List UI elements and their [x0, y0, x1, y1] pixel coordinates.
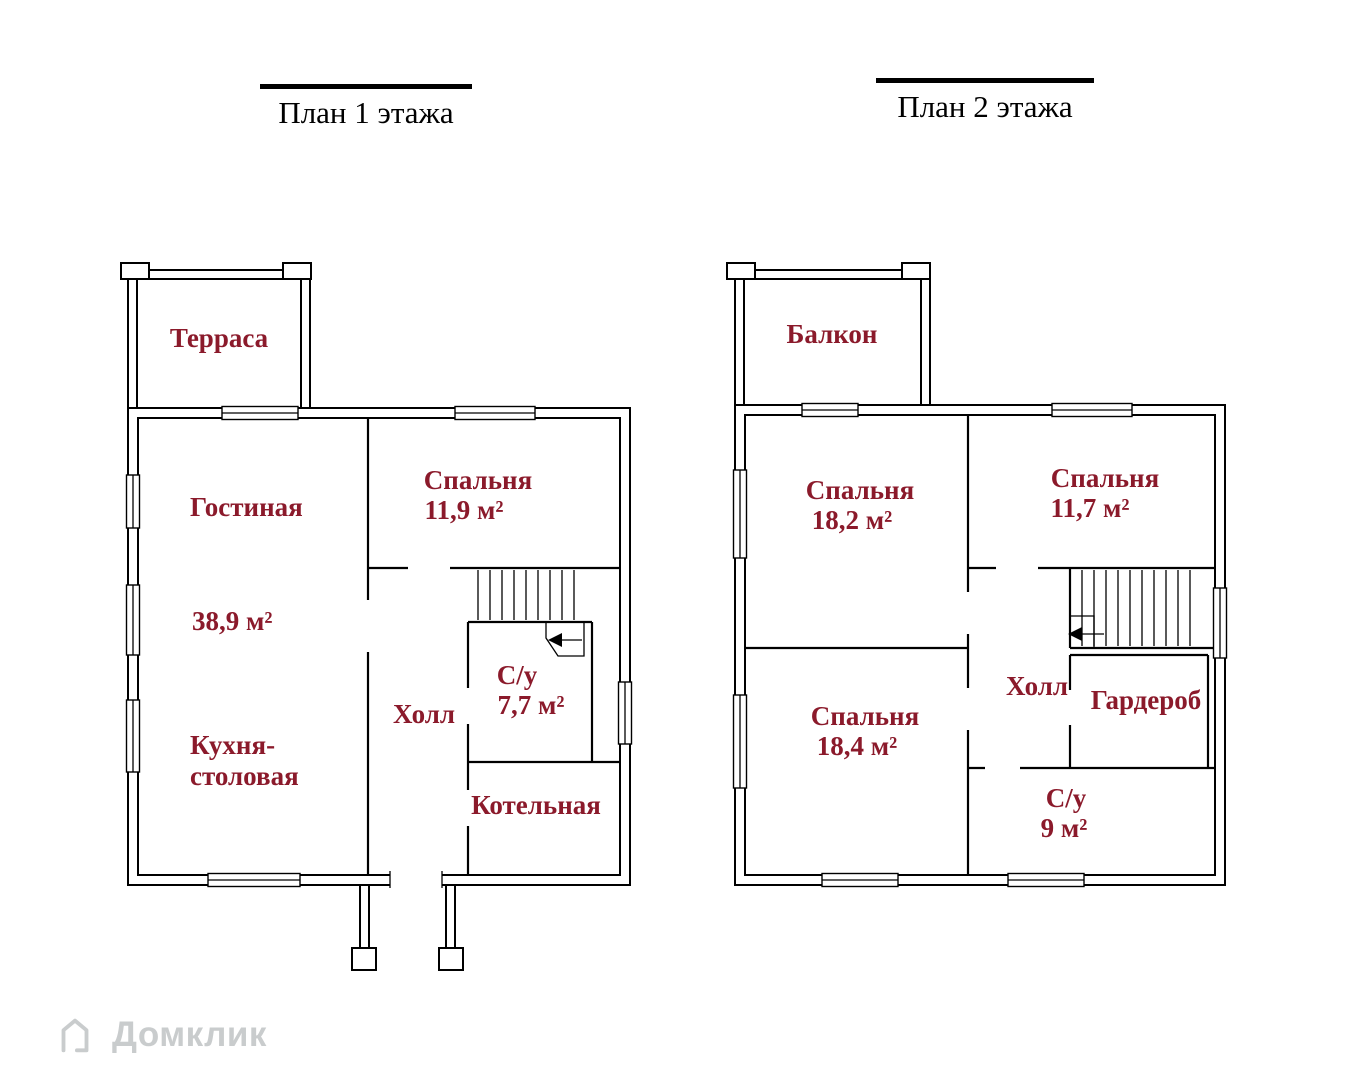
label-living: Гостиная	[190, 492, 303, 522]
porch-post	[351, 947, 377, 971]
label-kitchen-line2: столовая	[190, 761, 299, 791]
plan2-room-labels: Балкон Спальня 18,2 м² Спальня 11,7 м² С…	[787, 319, 1202, 843]
balcony-post	[726, 262, 756, 280]
stairs-direction-arrow-icon	[548, 633, 562, 647]
stairs-direction-arrow-icon	[1068, 627, 1082, 641]
plan1-drawing: Терраса Гостиная 38,9 м² Кухня- столовая…	[120, 262, 633, 971]
plan1-windows	[125, 405, 633, 888]
label-wc: С/у	[1046, 783, 1087, 813]
balcony-post	[901, 262, 931, 280]
porch-wall	[445, 884, 456, 952]
terrace-post	[282, 262, 312, 280]
label-kitchen-line1: Кухня-	[190, 730, 275, 760]
label-bedroom3: Спальня	[811, 701, 919, 731]
label-living-area: 38,9 м²	[192, 606, 273, 636]
label-boiler: Котельная	[471, 790, 601, 820]
plan2-stairs-icon	[1068, 570, 1191, 648]
domclick-logo-icon	[61, 1018, 89, 1053]
porch-doorway	[390, 871, 442, 888]
porch-post	[438, 947, 464, 971]
label-balcony: Балкон	[787, 319, 878, 349]
watermark: Домклик	[52, 1012, 267, 1058]
porch-wall	[359, 884, 370, 952]
label-hall: Холл	[393, 699, 455, 729]
label-hall: Холл	[1006, 671, 1068, 701]
watermark-label: Домклик	[112, 1015, 267, 1054]
label-bedroom2-area: 11,7 м²	[1051, 493, 1130, 523]
label-wardrobe: Гардероб	[1091, 685, 1202, 715]
label-wc: С/у	[497, 660, 538, 690]
label-wc-area: 7,7 м²	[498, 690, 565, 720]
plan2-windows	[732, 402, 1228, 888]
plan1-walls	[120, 262, 631, 971]
label-bedroom3-area: 18,4 м²	[817, 731, 898, 761]
plan2-title: План 2 этажа	[876, 78, 1094, 125]
terrace-post	[120, 262, 150, 280]
label-bedroom2: Спальня	[1051, 463, 1159, 493]
plan2-drawing: Балкон Спальня 18,2 м² Спальня 11,7 м² С…	[726, 262, 1228, 888]
label-wc-area: 9 м²	[1041, 813, 1088, 843]
label-bedroom1: Спальня	[806, 475, 914, 505]
plan1-room-labels: Терраса Гостиная 38,9 м² Кухня- столовая…	[170, 323, 601, 820]
label-terrace: Терраса	[170, 323, 269, 353]
label-bedroom-area: 11,9 м²	[425, 495, 504, 525]
plan2-walls	[726, 262, 1226, 886]
plan1-stairs-icon	[477, 570, 585, 657]
plan1-title: План 1 этажа	[260, 84, 472, 131]
label-bedroom: Спальня	[424, 465, 532, 495]
label-bedroom1-area: 18,2 м²	[812, 505, 893, 535]
